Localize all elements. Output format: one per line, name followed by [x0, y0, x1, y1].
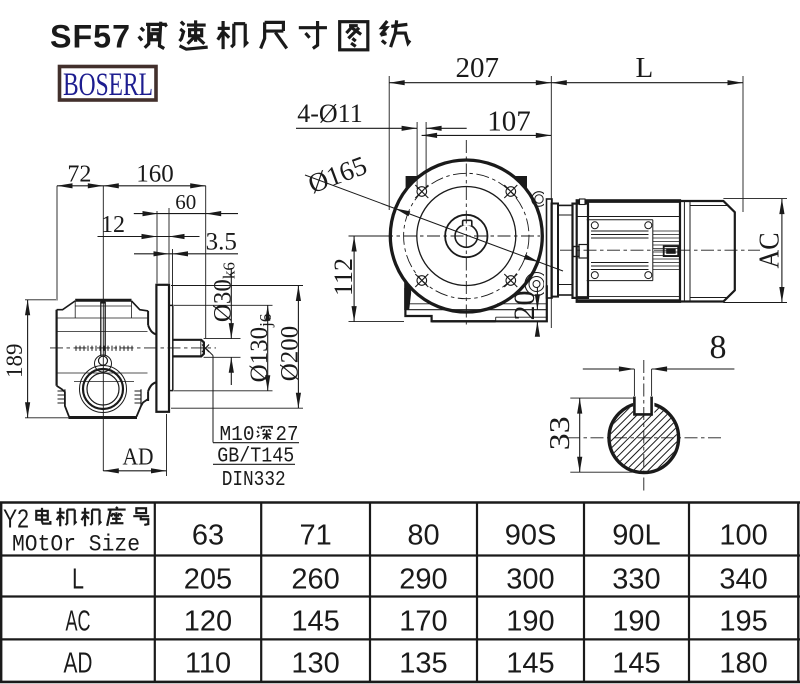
- svg-text:Ø30k6: Ø30k6: [209, 262, 238, 322]
- svg-text:AC: AC: [66, 606, 91, 638]
- svg-text:260: 260: [291, 564, 339, 596]
- svg-text:71: 71: [299, 520, 331, 552]
- svg-text:3.5: 3.5: [206, 229, 237, 256]
- svg-text:4-Ø11: 4-Ø11: [297, 99, 362, 128]
- svg-text:120: 120: [184, 606, 232, 638]
- svg-text:Ø130j6: Ø130j6: [246, 314, 275, 383]
- svg-text:27: 27: [276, 424, 299, 447]
- svg-text:20: 20: [508, 291, 541, 321]
- svg-text:290: 290: [399, 564, 447, 596]
- svg-text:189: 189: [2, 344, 27, 379]
- svg-text:72: 72: [67, 161, 91, 187]
- svg-text:63: 63: [192, 520, 224, 552]
- svg-text:GB/T145: GB/T145: [217, 446, 294, 469]
- svg-text:Y2: Y2: [3, 504, 29, 534]
- svg-text:AD: AD: [64, 648, 93, 680]
- svg-text:33: 33: [545, 416, 576, 450]
- svg-text:112: 112: [329, 258, 358, 296]
- svg-text:100: 100: [719, 520, 767, 552]
- svg-text:190: 190: [506, 606, 554, 638]
- svg-text:DIN332: DIN332: [222, 469, 286, 492]
- svg-text:90S: 90S: [505, 520, 557, 552]
- svg-text:Ø165: Ø165: [304, 150, 371, 199]
- svg-text:300: 300: [506, 564, 554, 596]
- svg-text:207: 207: [456, 52, 500, 84]
- svg-text:M10: M10: [220, 424, 255, 447]
- svg-text:MOtOr Size: MOtOr Size: [12, 532, 140, 558]
- svg-text:12: 12: [101, 212, 125, 238]
- svg-text:SF57: SF57: [50, 19, 131, 55]
- svg-text:160: 160: [136, 160, 174, 187]
- svg-text:330: 330: [612, 564, 660, 596]
- svg-text:145: 145: [291, 606, 339, 638]
- svg-text:170: 170: [399, 606, 447, 638]
- svg-text:205: 205: [184, 564, 232, 596]
- svg-text:90L: 90L: [612, 520, 660, 552]
- svg-text:195: 195: [719, 606, 767, 638]
- svg-text:L: L: [72, 564, 84, 596]
- svg-text:190: 190: [612, 606, 660, 638]
- svg-text:L: L: [636, 52, 654, 84]
- svg-text:340: 340: [719, 564, 767, 596]
- svg-text:145: 145: [612, 648, 660, 680]
- svg-text:60: 60: [175, 190, 196, 214]
- svg-text:80: 80: [407, 520, 439, 552]
- svg-text:AD: AD: [123, 445, 154, 471]
- svg-text:180: 180: [719, 648, 767, 680]
- svg-text:110: 110: [185, 648, 231, 680]
- svg-text:AC: AC: [754, 233, 786, 269]
- svg-text:Ø200: Ø200: [277, 326, 304, 382]
- svg-text:135: 135: [399, 648, 447, 680]
- svg-text:8: 8: [710, 329, 727, 366]
- svg-text:145: 145: [506, 648, 554, 680]
- svg-text:107: 107: [487, 105, 531, 137]
- svg-text:130: 130: [291, 648, 339, 680]
- svg-text:BOSERL: BOSERL: [63, 67, 153, 103]
